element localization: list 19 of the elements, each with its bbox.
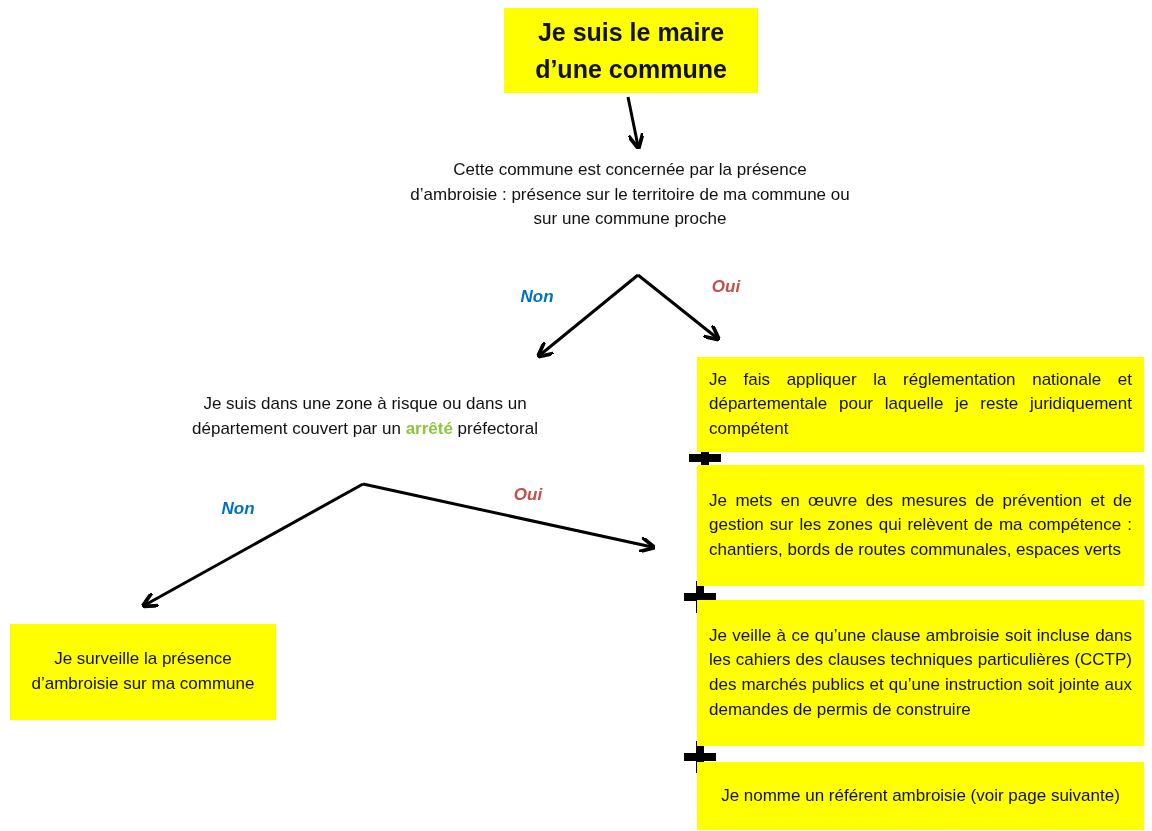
step-text: Je nomme un référent ambroisie (voir page suivante) — [720, 784, 1121, 807]
arrow — [362, 482, 657, 554]
step-box — [697, 357, 1144, 452]
step-text: Je veille à ce qu’une clause ambroisie soit incluse dans les cahiers des clauses techniques particulières (CCTP) des marchés publics et qu’une instruction soit jointe aux demandes de permis de construire — [709, 624, 1132, 721]
question-text: Je suis dans une zone à risque ou dans un département couvert par un arrêté préfectoral — [165, 388, 565, 446]
step-text: Je surveille la présence d’ambroisie sur ma commune — [30, 648, 256, 695]
arrow — [626, 96, 645, 151]
step-box — [697, 465, 1144, 586]
arrow — [637, 273, 722, 342]
step-text: Je fais appliquer la réglementation nationale et départementale pour laquelle je reste juridiquement compétent — [709, 368, 1132, 440]
step-box — [697, 600, 1144, 746]
arrow — [140, 482, 364, 609]
step-text: Je mets en œuvre des mesures de prévention et de gestion sur les zones qui relèvent de ma compétence : chantiers, bords de routes communales, espaces verts — [709, 489, 1132, 561]
arrow — [535, 273, 639, 359]
step-box — [10, 624, 276, 720]
step-text: Je suis le maire d’une commune — [534, 17, 728, 85]
question-text: Cette commune est concernée par la présence d’ambroisie : présence sur le territoire de ma commune ou sur une commune proche — [410, 150, 850, 240]
step-box — [697, 762, 1144, 830]
step-box — [504, 8, 758, 93]
